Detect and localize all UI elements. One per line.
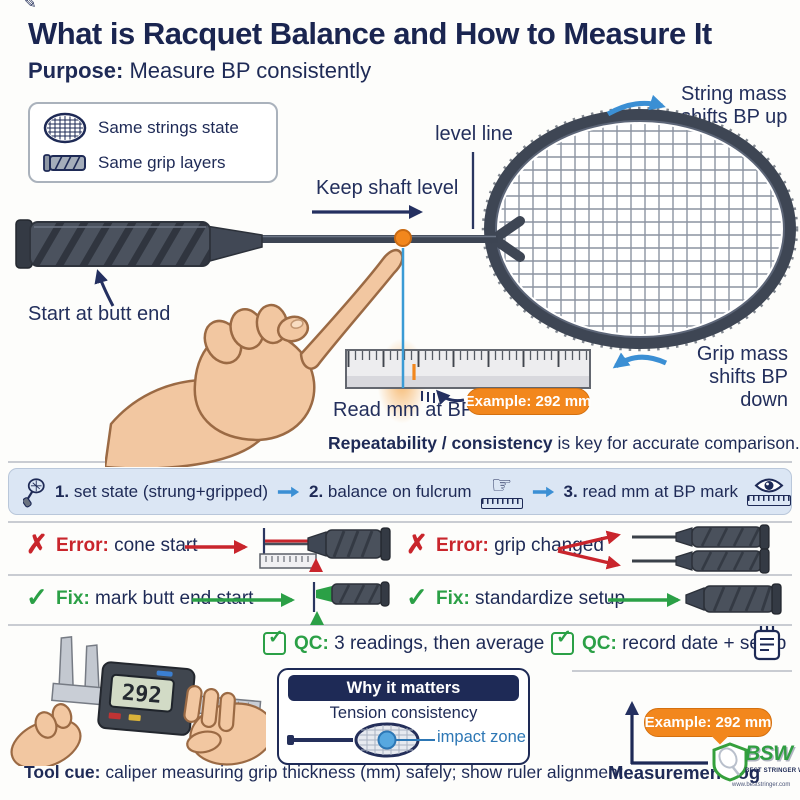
divider — [8, 521, 792, 523]
page-title: What is Racquet Balance and How to Measu… — [28, 16, 712, 51]
mini-racquet-icon — [287, 722, 435, 758]
why-it-matters-box: Why it matters Tension consistency impac… — [277, 668, 530, 765]
start-butt-label: Start at butt end — [28, 303, 171, 325]
thumbnail — [290, 319, 304, 329]
caliper-jaw — [58, 635, 74, 688]
handle-bottom — [632, 548, 770, 574]
fix-1-diagram — [310, 581, 390, 625]
measurement-axes — [625, 701, 708, 765]
keep-shaft-label: Keep shaft level — [316, 177, 459, 199]
checkbox-icon: ✓ — [551, 627, 574, 655]
ruler — [345, 349, 591, 389]
legend-label-grip: Same grip layers — [98, 153, 226, 172]
step-arrow-icon — [277, 486, 300, 497]
pointing-hand-icon: ☞ — [480, 474, 523, 509]
example-badge-log: Example: 292 mm — [644, 708, 772, 745]
divider — [572, 670, 792, 672]
repeatability-note: Repeatability / consistency is key for a… — [328, 433, 800, 453]
strung-head-icon — [43, 112, 87, 144]
tool-cue-note: Tool cue: caliper measuring grip thickne… — [24, 762, 623, 782]
divider — [8, 574, 792, 576]
fix-1-text: Fix: mark butt end start — [56, 588, 254, 609]
purpose-text: Measure BP consistently — [123, 58, 372, 83]
step-2: 2. balance on fulcrum — [309, 481, 472, 501]
why-box-line: Tension consistency — [329, 704, 478, 722]
error-1-text: Error: cone start — [56, 535, 198, 556]
mini-ruler-icon — [747, 495, 792, 506]
divider — [8, 624, 792, 626]
impact-zone-label: impact zone — [437, 728, 526, 746]
eye-icon — [747, 477, 792, 506]
purpose-label: Purpose: — [28, 58, 124, 83]
error-1-arrow — [185, 540, 248, 554]
caliper-illustration: 292 — [10, 635, 266, 766]
handle-top — [632, 524, 770, 550]
caliper-jaw — [84, 644, 100, 691]
qc-item-2: ✓ QC: record date + setup — [551, 627, 786, 655]
why-box-header: Why it matters — [288, 675, 519, 701]
balance-point-dot — [394, 229, 412, 247]
racquet-icon — [23, 477, 45, 507]
left-hand — [10, 703, 82, 766]
divider — [8, 461, 792, 463]
checkbox-icon: ✓ — [263, 627, 286, 655]
balancing-hand — [105, 248, 404, 467]
error-2-fork-arrows — [557, 530, 621, 570]
step-3: 3. read mm at BP mark — [563, 481, 739, 501]
grip-wrap-icon — [43, 154, 86, 172]
step-1: 1. set state (strung+gripped) — [54, 481, 269, 501]
error-2-text: Error: grip changed — [436, 535, 604, 556]
fix-2-text: Fix: standardize setup — [436, 588, 626, 609]
shaft — [256, 235, 498, 243]
error-2-diagram — [632, 524, 770, 574]
steps-bar: 1. set state (strung+gripped) 2. balance… — [8, 468, 792, 515]
legend-item-strings: Same strings state — [42, 112, 264, 144]
legend-label-strings: Same strings state — [98, 118, 239, 137]
racquet-illustration — [15, 106, 799, 352]
mini-ruler-icon — [480, 498, 523, 509]
grip-mass-note: Grip mass shifts BP down — [696, 343, 788, 411]
purpose-line: Purpose: Measure BP consistently — [28, 58, 371, 84]
caliper-reading: 292 — [121, 680, 163, 708]
pencil-icon: ✎ — [24, 0, 37, 12]
read-mm-label: Read mm at BP — [333, 399, 475, 421]
error-x-icon: ✗ — [26, 529, 48, 559]
error-x-icon: ✗ — [406, 529, 428, 559]
impact-zone-dot — [377, 730, 397, 750]
legend-item-grip: Same grip layers — [42, 153, 264, 173]
fix-2-arrow — [608, 593, 681, 607]
fix-1-arrow — [192, 593, 295, 607]
fix-2-diagram — [685, 583, 782, 615]
string-bed — [499, 124, 781, 334]
example-badge-ruler: Example: 292 mm — [465, 388, 591, 415]
index-finger — [299, 248, 404, 370]
bsw-logo: BSW BEST STRINGER WORLDWIDE www.beststri… — [712, 736, 800, 794]
bsw-shield-icon — [712, 742, 748, 782]
legend-box: Same strings state Same grip layers — [28, 102, 278, 183]
error-1-diagram — [259, 527, 391, 572]
notepad-icon — [753, 626, 781, 661]
right-hand — [183, 685, 266, 766]
fix-check-icon: ✓ — [26, 582, 48, 612]
caliper-lcd — [108, 673, 175, 713]
level-line-label: level line — [435, 123, 513, 145]
step-arrow-icon — [532, 486, 554, 497]
qc-item-1: ✓ QC: 3 readings, then average — [263, 627, 544, 655]
fix-check-icon: ✓ — [406, 582, 428, 612]
